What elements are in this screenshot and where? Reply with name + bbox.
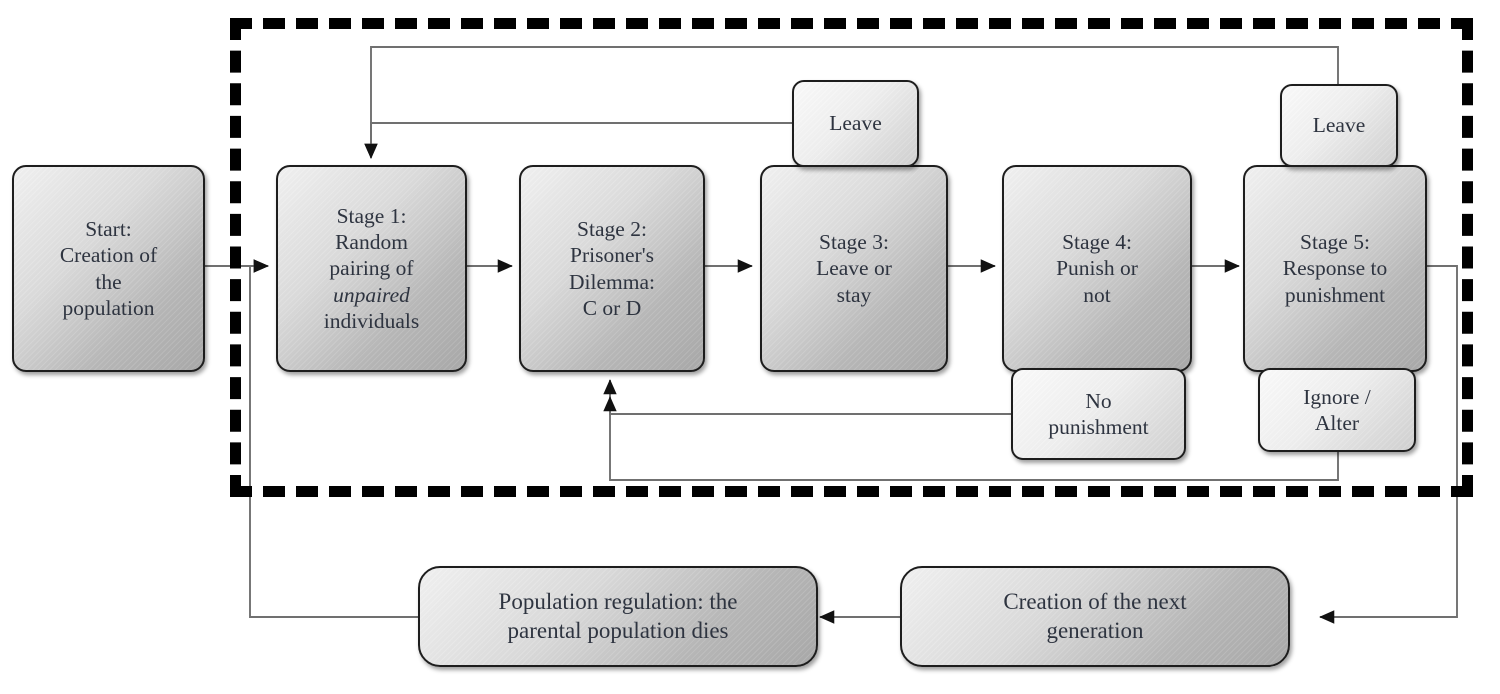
node-leave-stage-3[interactable]: Leave — [792, 80, 919, 167]
node-stage-4-label: Stage 4: Punish or not — [1056, 230, 1138, 307]
stage1-line-5: individuals — [323, 308, 420, 333]
node-leave-stage-5[interactable]: Leave — [1280, 84, 1398, 167]
node-population-regulation[interactable]: Population regulation: the parental popu… — [418, 566, 818, 667]
node-stage-1-label: Stage 1: Random pairing of unpaired indi… — [324, 203, 420, 334]
node-next-generation-label: Creation of the next generation — [1003, 589, 1187, 643]
node-leave-stage-3-label: Leave — [829, 111, 882, 136]
node-next-generation[interactable]: Creation of the next generation — [900, 566, 1290, 667]
node-leave-stage-5-label: Leave — [1312, 113, 1366, 138]
generation-loop-enclosure — [230, 18, 1473, 497]
node-stage-3-label: Stage 3: Leave or stay — [816, 230, 892, 307]
node-ignore-alter[interactable]: Ignore / Alter — [1258, 368, 1416, 452]
node-start[interactable]: Start: Creation of the population — [12, 165, 205, 372]
stage1-line-2: Random — [335, 230, 408, 255]
node-no-punishment[interactable]: No punishment — [1011, 368, 1186, 460]
node-stage-2[interactable]: Stage 2: Prisoner's Dilemma: C or D — [519, 165, 705, 372]
node-stage-2-label: Stage 2: Prisoner's Dilemma: C or D — [569, 217, 655, 320]
node-start-label: Start: Creation of the population — [59, 217, 158, 320]
node-stage-5[interactable]: Stage 5: Response to punishment — [1243, 165, 1427, 372]
node-ignore-alter-label: Ignore / Alter — [1303, 384, 1371, 435]
node-population-regulation-label: Population regulation: the parental popu… — [498, 589, 738, 643]
stage1-line-4: unpaired — [333, 282, 410, 307]
node-no-punishment-label: No punishment — [1048, 388, 1149, 439]
node-stage-3[interactable]: Stage 3: Leave or stay — [760, 165, 948, 372]
node-stage-1[interactable]: Stage 1: Random pairing of unpaired indi… — [276, 165, 467, 372]
stage1-line-1: Stage 1: — [336, 203, 407, 228]
stage1-line-3: pairing of — [329, 256, 414, 281]
node-stage-5-label: Stage 5: Response to punishment — [1282, 230, 1388, 307]
node-stage-4[interactable]: Stage 4: Punish or not — [1002, 165, 1192, 372]
